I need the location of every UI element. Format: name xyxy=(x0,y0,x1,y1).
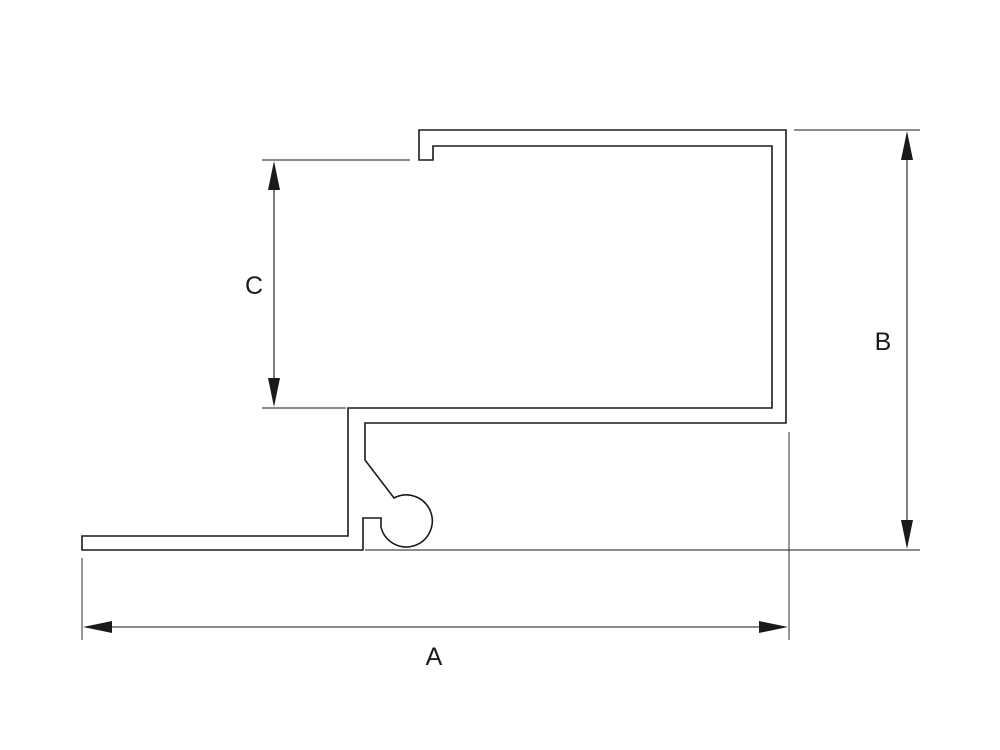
box-outer-contour xyxy=(81,129,787,551)
arrowhead-b-bottom xyxy=(901,520,913,549)
dimension-label-c: C xyxy=(245,272,263,300)
arrowhead-b-top xyxy=(901,131,913,160)
arrowhead-a-left xyxy=(83,621,112,633)
dimension-label-b: B xyxy=(875,328,892,356)
arrowhead-c-top xyxy=(268,161,280,190)
arrowhead-c-bottom xyxy=(268,378,280,407)
dimension-label-a: A xyxy=(426,643,443,671)
arrowhead-a-right xyxy=(759,621,788,633)
